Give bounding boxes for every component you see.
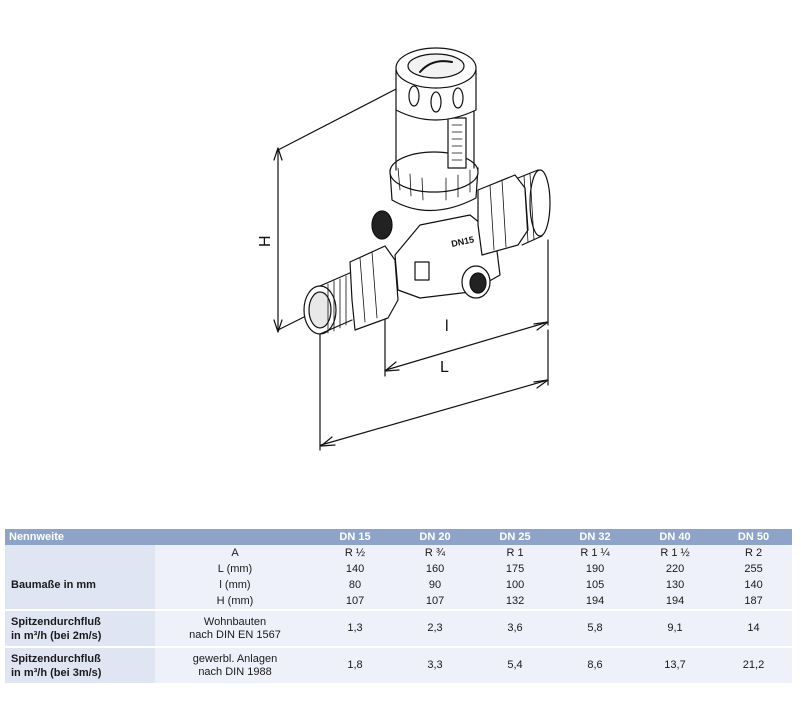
table-cell: 105	[555, 577, 636, 593]
dim-label-l-large: L	[440, 359, 449, 376]
dimension-l-large	[319, 329, 549, 451]
row-group-empty	[5, 545, 155, 561]
din-marking: DN15	[450, 234, 475, 249]
table-cell: 175	[475, 561, 556, 577]
cond-line: nach DIN EN 1567	[189, 628, 281, 641]
table-cell: 14	[715, 609, 793, 647]
table-cell: 132	[475, 593, 556, 610]
table-cell: 140	[715, 577, 793, 593]
table-cell: 100	[475, 577, 556, 593]
table-cell: 255	[715, 561, 793, 577]
table-cell: R ½	[315, 545, 396, 561]
group-line: in m³/h (bei 3m/s)	[11, 666, 102, 679]
table-cell: 3,3	[395, 646, 476, 683]
table-cell: 9,1	[635, 609, 716, 647]
cond-line: gewerbl. Anlagen	[192, 652, 278, 665]
table-cell: 194	[555, 593, 636, 610]
table-cell: 90	[395, 577, 476, 593]
row-group-baumasse: Baumaße in mm	[5, 561, 155, 610]
table-cell: R 1 ¼	[555, 545, 636, 561]
row-sub-label: A	[155, 545, 316, 561]
header-dn40: DN 40	[635, 529, 716, 545]
table-cell: 107	[395, 593, 476, 610]
specification-table: Nennweite DN 15 DN 20 DN 25 DN 32 DN 40 …	[5, 529, 793, 683]
table-row: Baumaße in mm L (mm) 140 160 175 190 220…	[5, 561, 793, 610]
cond-line: Wohnbauten	[203, 615, 267, 628]
table-cell: 2,3	[395, 609, 476, 647]
table-cell: 5,8	[555, 609, 636, 647]
table-cell: 160	[395, 561, 476, 577]
table-row: A R ½ R ¾ R 1 R 1 ¼ R 1 ½ R 2	[5, 545, 793, 561]
table-cell: 5,4	[475, 646, 556, 683]
header-dn20: DN 20	[395, 529, 476, 545]
header-dn50: DN 50	[715, 529, 793, 545]
table-cell: 220	[635, 561, 716, 577]
table-cell: 130	[635, 577, 716, 593]
header-dn25: DN 25	[475, 529, 556, 545]
table-cell: 187	[715, 593, 793, 610]
dim-label-h: H	[257, 235, 274, 247]
table-cell: 1,3	[315, 609, 396, 647]
group-line: Spitzendurchfluß	[11, 652, 101, 665]
table-cell: 80	[315, 577, 396, 593]
row-sub-label: H (mm)	[155, 593, 316, 610]
table-cell: R ¾	[395, 545, 476, 561]
table-cell: R 1 ½	[635, 545, 716, 561]
valve-technical-drawing: H l L DN15	[257, 47, 551, 451]
valve-body	[303, 47, 551, 335]
table-cell: 1,8	[315, 646, 396, 683]
table-cell: 107	[315, 593, 396, 610]
table-cell: R 1	[475, 545, 556, 561]
table-cell: 3,6	[475, 609, 556, 647]
table-cell: 140	[315, 561, 396, 577]
table-cell: 8,6	[555, 646, 636, 683]
table-cell: 21,2	[715, 646, 793, 683]
row-sub-label: L (mm)	[155, 561, 316, 577]
header-nennweite: Nennweite	[5, 529, 316, 545]
cond-line: nach DIN 1988	[198, 665, 272, 678]
table-cell: R 2	[715, 545, 793, 561]
row-sub-label: l (mm)	[155, 577, 316, 593]
header-dn32: DN 32	[555, 529, 636, 545]
table-cell: 194	[635, 593, 716, 610]
dim-label-l-small: l	[445, 318, 449, 335]
group-line: in m³/h (bei 2m/s)	[11, 629, 102, 642]
table-row: l (mm) 80 90 100 105 130 140	[5, 577, 793, 593]
table-row: H (mm) 107 107 132 194 194 187	[5, 593, 793, 610]
group-line: Spitzendurchfluß	[11, 615, 101, 628]
table-cell: 13,7	[635, 646, 716, 683]
table-cell: 190	[555, 561, 636, 577]
header-dn15: DN 15	[315, 529, 396, 545]
table-header-row: Nennweite DN 15 DN 20 DN 25 DN 32 DN 40 …	[5, 529, 793, 545]
